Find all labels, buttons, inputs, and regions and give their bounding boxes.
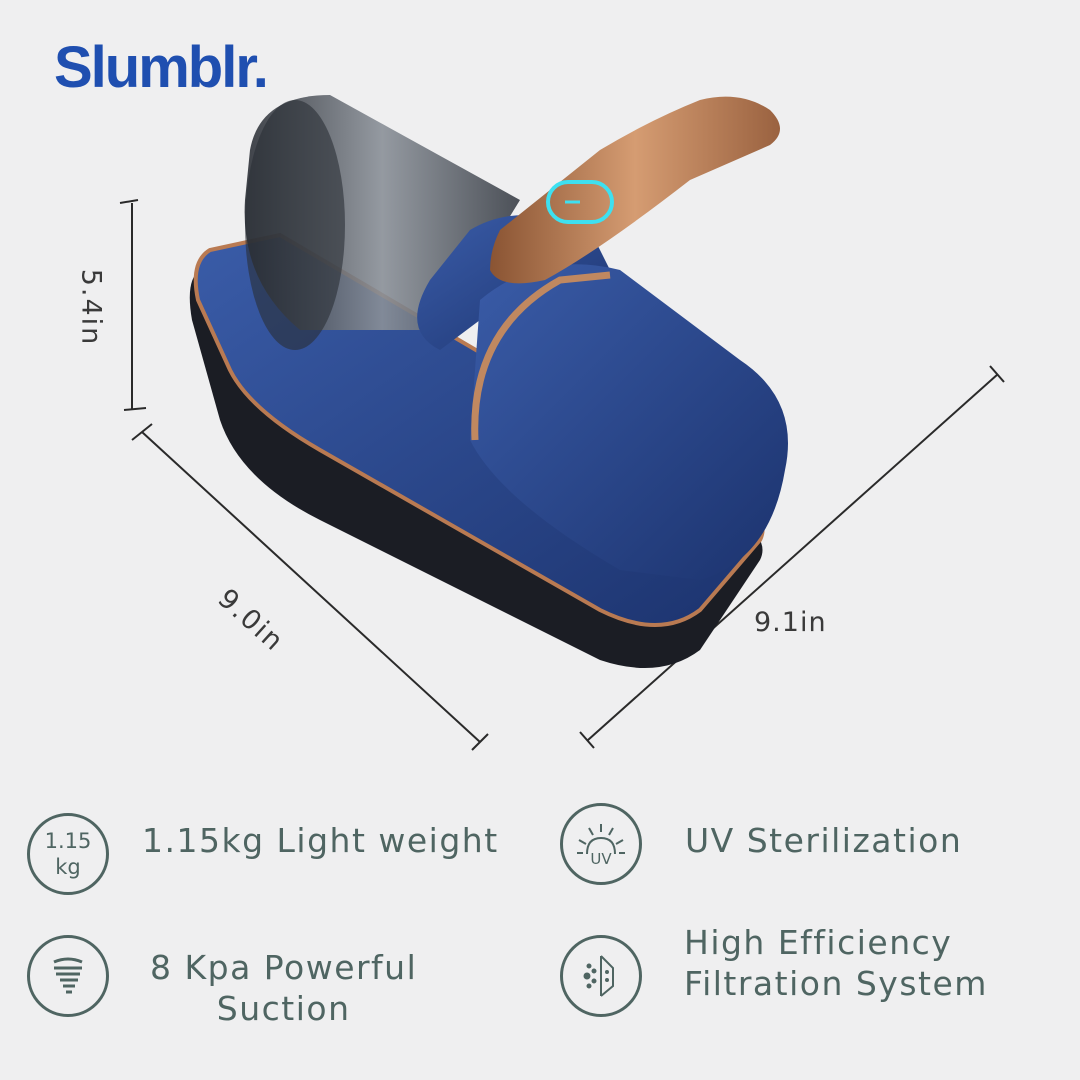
brand-logo: Slumblr.	[54, 35, 269, 100]
feature-weight-label: 1.15kg Light weight	[142, 821, 499, 860]
filter-icon	[560, 935, 642, 1017]
tornado-suction-icon	[27, 935, 109, 1017]
power-indicator	[546, 180, 614, 224]
weight-badge-icon: 1.15 kg	[27, 813, 109, 895]
uv-icon-text: UV	[590, 850, 612, 868]
uv-sun-icon: UV	[560, 803, 642, 885]
weight-icon-unit: kg	[55, 855, 81, 879]
feature-uv-label: UV Sterilization	[685, 821, 963, 860]
feature-suction-line2: Suction	[216, 989, 351, 1028]
dimension-lines	[119, 199, 1005, 751]
feature-filtration-line1: High Efficiency	[684, 923, 953, 962]
feature-suction-line1: 8 Kpa Powerful	[150, 948, 418, 987]
feature-suction-label: 8 Kpa Powerful Suction	[150, 947, 417, 1029]
height-dimension-label: 5.4in	[75, 268, 107, 347]
width-dimension-label: 9.1in	[754, 607, 827, 638]
weight-icon-number: 1.15	[44, 829, 92, 853]
product-illustration	[119, 95, 1005, 751]
feature-filtration-line2: Filtration System	[684, 964, 988, 1003]
feature-filtration-label: High Efficiency Filtration System	[684, 922, 988, 1004]
